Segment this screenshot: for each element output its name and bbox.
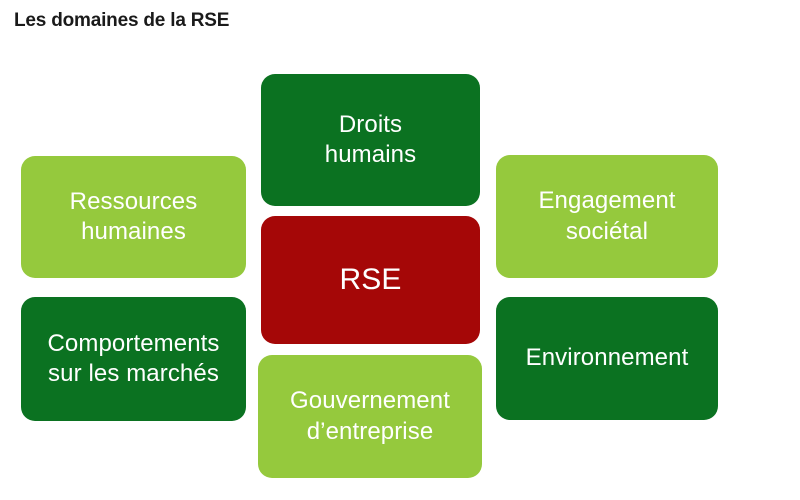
node-engagement-societal[interactable]: Engagement sociétal xyxy=(496,155,718,278)
node-rse-center[interactable]: RSE xyxy=(261,216,480,344)
page-title: Les domaines de la RSE xyxy=(14,10,230,31)
node-droits-humains[interactable]: Droits humains xyxy=(261,74,480,206)
node-gouvernement-dentreprise[interactable]: Gouvernement d’entreprise xyxy=(258,355,482,478)
node-label: Droits humains xyxy=(324,110,417,168)
node-comportements-sur-les-marches[interactable]: Comportements sur les marchés xyxy=(21,297,246,421)
node-label: Gouvernement d’entreprise xyxy=(290,387,450,445)
node-label: Engagement sociétal xyxy=(538,187,676,245)
node-label: RSE xyxy=(339,263,402,297)
node-label: Comportements sur les marchés xyxy=(47,329,220,387)
node-label: Ressources humaines xyxy=(69,187,198,245)
node-environnement[interactable]: Environnement xyxy=(496,297,718,420)
node-ressources-humaines[interactable]: Ressources humaines xyxy=(21,156,246,278)
node-label: Environnement xyxy=(525,344,689,372)
